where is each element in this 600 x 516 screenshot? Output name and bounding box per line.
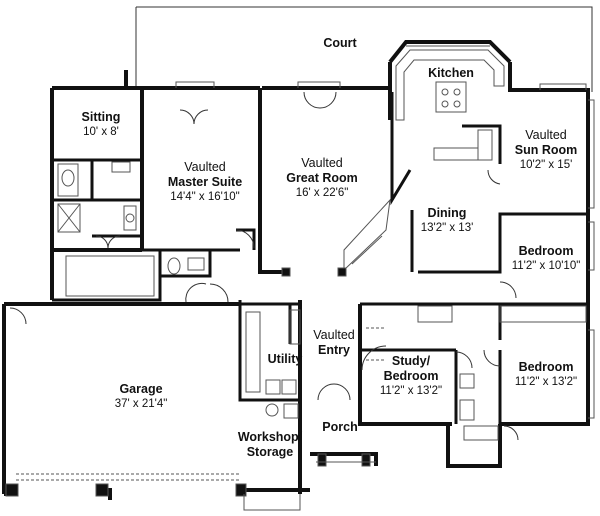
interior-walls xyxy=(52,92,588,424)
garage-label: Garage 37' x 21'4" xyxy=(114,382,168,410)
bedroom-1-label: Bedroom 11'2" x 10'10" xyxy=(511,244,581,272)
court-label: Court xyxy=(323,36,357,50)
entry-label: Vaulted Entry xyxy=(313,328,355,357)
utility-label: Utility xyxy=(267,352,303,366)
sun-room-label: Vaulted Sun Room 10'2" x 15' xyxy=(514,128,578,171)
bedroom-2-label: Bedroom 11'2" x 13'2" xyxy=(514,360,578,388)
workshop-label: Workshop/ Storage xyxy=(237,430,303,459)
fixtures xyxy=(5,45,595,511)
kitchen-label: Kitchen xyxy=(428,66,474,80)
porch-label: Porch xyxy=(322,420,358,434)
study-label: Study/ Bedroom 11'2" x 13'2" xyxy=(379,354,443,397)
master-suite-label: Vaulted Master Suite 14'4" x 16'10" xyxy=(167,160,243,203)
great-room-label: Vaulted Great Room 16' x 22'6" xyxy=(286,156,358,199)
court-outline xyxy=(135,6,593,92)
dining-label: Dining 13'2" x 13' xyxy=(420,206,474,234)
sitting-label: Sitting 10' x 8' xyxy=(81,110,121,138)
doors xyxy=(9,91,519,441)
